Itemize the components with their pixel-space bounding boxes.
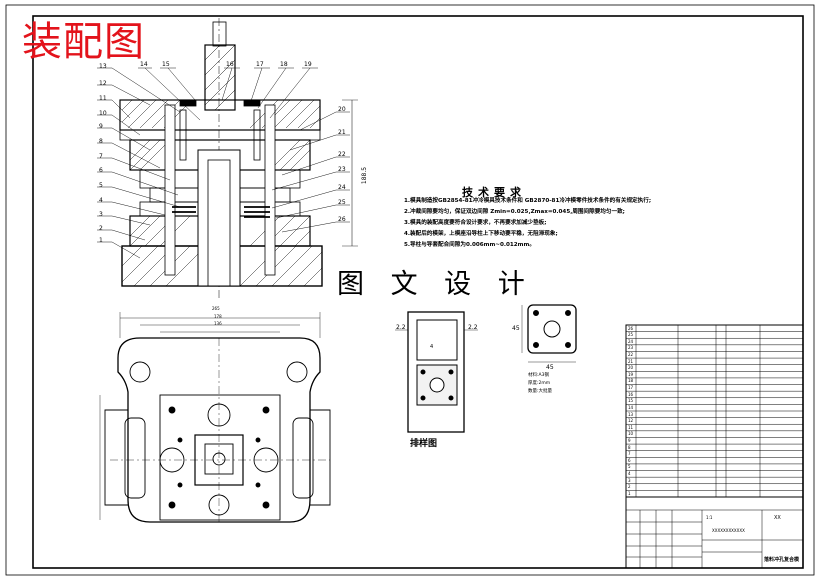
tech-requirement-item: 3.模具的装配高度要符合设计要求，不再要求加减少垫板; bbox=[404, 220, 547, 226]
strip-layout bbox=[395, 311, 478, 433]
bom-row-number: 19 bbox=[628, 371, 634, 377]
top-width-dimension: 265 bbox=[212, 306, 220, 311]
bill-of-materials bbox=[625, 324, 804, 569]
inner-frame bbox=[32, 15, 804, 569]
title-block-drawing-no: XXXXXXXXXXXX bbox=[712, 528, 745, 533]
part-number-right-label: 23 bbox=[338, 166, 346, 173]
part-number-top-label: 19 bbox=[304, 61, 312, 68]
strip-layout-label: 排样图 bbox=[410, 439, 438, 449]
bom-row-number: 14 bbox=[628, 404, 634, 410]
part-number-left-label: 4 bbox=[99, 197, 103, 204]
part-number-right-label: 20 bbox=[338, 106, 346, 113]
part-number-left-label: 5 bbox=[99, 182, 103, 189]
bom-row-number: 8 bbox=[628, 444, 631, 450]
bom-row-number: 3 bbox=[628, 477, 631, 483]
tech-requirement-item: 5.导柱与导套配合间隙为0.006mm~0.012mm。 bbox=[404, 242, 535, 248]
part-number-right-label: 25 bbox=[338, 199, 346, 206]
bom-row-number: 10 bbox=[628, 431, 634, 437]
bom-row-number: 13 bbox=[628, 411, 634, 417]
top-view bbox=[99, 312, 331, 525]
bom-row-number: 15 bbox=[628, 398, 634, 404]
part-number-right-label: 26 bbox=[338, 216, 346, 223]
strip-margin-dimension: 2.2 bbox=[468, 324, 478, 331]
part-number-left-label: 1 bbox=[99, 237, 103, 244]
part-note: 材料:A3钢 bbox=[528, 373, 549, 378]
bom-row-number: 16 bbox=[628, 391, 634, 397]
part-width-dimension: 45 bbox=[546, 364, 554, 371]
part-number-top-label: 15 bbox=[162, 61, 170, 68]
bom-row-number: 17 bbox=[628, 385, 634, 391]
part-number-left-label: 2 bbox=[99, 225, 103, 232]
part-number-right-label: 21 bbox=[338, 129, 346, 136]
part-number-right-label: 22 bbox=[338, 151, 346, 158]
strip-pitch-dimension: 4 bbox=[430, 344, 434, 350]
part-number-top-label: 16 bbox=[226, 61, 234, 68]
part-number-left-label: 13 bbox=[99, 63, 107, 70]
part-note: 数量:大批量 bbox=[528, 389, 553, 394]
part-number-left-label: 12 bbox=[99, 80, 107, 87]
part-number-left-label: 10 bbox=[99, 110, 107, 117]
part-number-top-label: 17 bbox=[256, 61, 264, 68]
bom-row-number: 24 bbox=[628, 338, 634, 344]
tech-requirement-item: 4.装配后的模架，上模座沿导柱上下移动要平稳，无阻滞现象; bbox=[404, 231, 558, 237]
part-note: 厚度:2mm bbox=[528, 381, 551, 386]
bom-row-number: 6 bbox=[628, 457, 631, 463]
watermark: 图 文 设 计 bbox=[337, 269, 534, 300]
bom-row-number: 7 bbox=[628, 451, 631, 457]
part-number-left-label: 6 bbox=[99, 167, 103, 174]
bom-row-number: 26 bbox=[628, 325, 634, 331]
bom-row-number: 9 bbox=[628, 437, 631, 443]
tech-requirement-item: 1.模具制造按GB2854-81冲冷模具技术条件和 GB2870-81冷冲模零件… bbox=[404, 198, 652, 204]
title-block-designation: XX bbox=[774, 515, 781, 521]
tech-requirements-title: 技术要求 bbox=[462, 186, 526, 199]
top-width-dimension: 136 bbox=[214, 321, 222, 326]
bom-row-number: 21 bbox=[628, 358, 634, 364]
outer-frame bbox=[5, 4, 815, 576]
bom-row-number: 2 bbox=[628, 484, 631, 490]
title-block-name: 落料冲孔复合模 bbox=[764, 557, 800, 563]
bom-row-number: 12 bbox=[628, 418, 634, 424]
assembly-section-view bbox=[97, 18, 358, 300]
title-block-scale: 1:1 bbox=[706, 515, 713, 520]
part-number-left-label: 9 bbox=[99, 123, 103, 130]
part-number-left-label: 3 bbox=[99, 211, 103, 218]
bom-row-number: 20 bbox=[628, 365, 634, 371]
part-height-dimension: 45 bbox=[512, 325, 520, 332]
part-number-left-label: 7 bbox=[99, 153, 103, 160]
part-number-left-label: 8 bbox=[99, 138, 103, 145]
stamp-assembly-drawing: 装配图 bbox=[22, 19, 145, 65]
bom-row-number: 22 bbox=[628, 351, 634, 357]
strip-margin-dimension: 2.2 bbox=[396, 324, 406, 331]
height-dimension: 188.5 bbox=[361, 166, 369, 185]
top-width-dimension: 178 bbox=[214, 314, 222, 319]
bom-row-number: 4 bbox=[628, 471, 631, 477]
part-number-top-label: 18 bbox=[280, 61, 288, 68]
bom-row-number: 18 bbox=[628, 378, 634, 384]
part-drawing bbox=[521, 304, 577, 363]
part-number-left-label: 11 bbox=[99, 95, 107, 102]
bom-row-number: 5 bbox=[628, 464, 631, 470]
bom-row-number: 11 bbox=[628, 424, 634, 430]
tech-requirement-item: 2.冲裁间隙要均匀，保证双边间隙 Zmin=0.025,Zmax=0.045,周… bbox=[404, 209, 625, 215]
bom-row-number: 23 bbox=[628, 345, 634, 351]
part-number-top-label: 14 bbox=[140, 61, 148, 68]
bom-row-number: 1 bbox=[628, 490, 631, 496]
bom-row-number: 25 bbox=[628, 332, 634, 338]
part-number-right-label: 24 bbox=[338, 184, 346, 191]
